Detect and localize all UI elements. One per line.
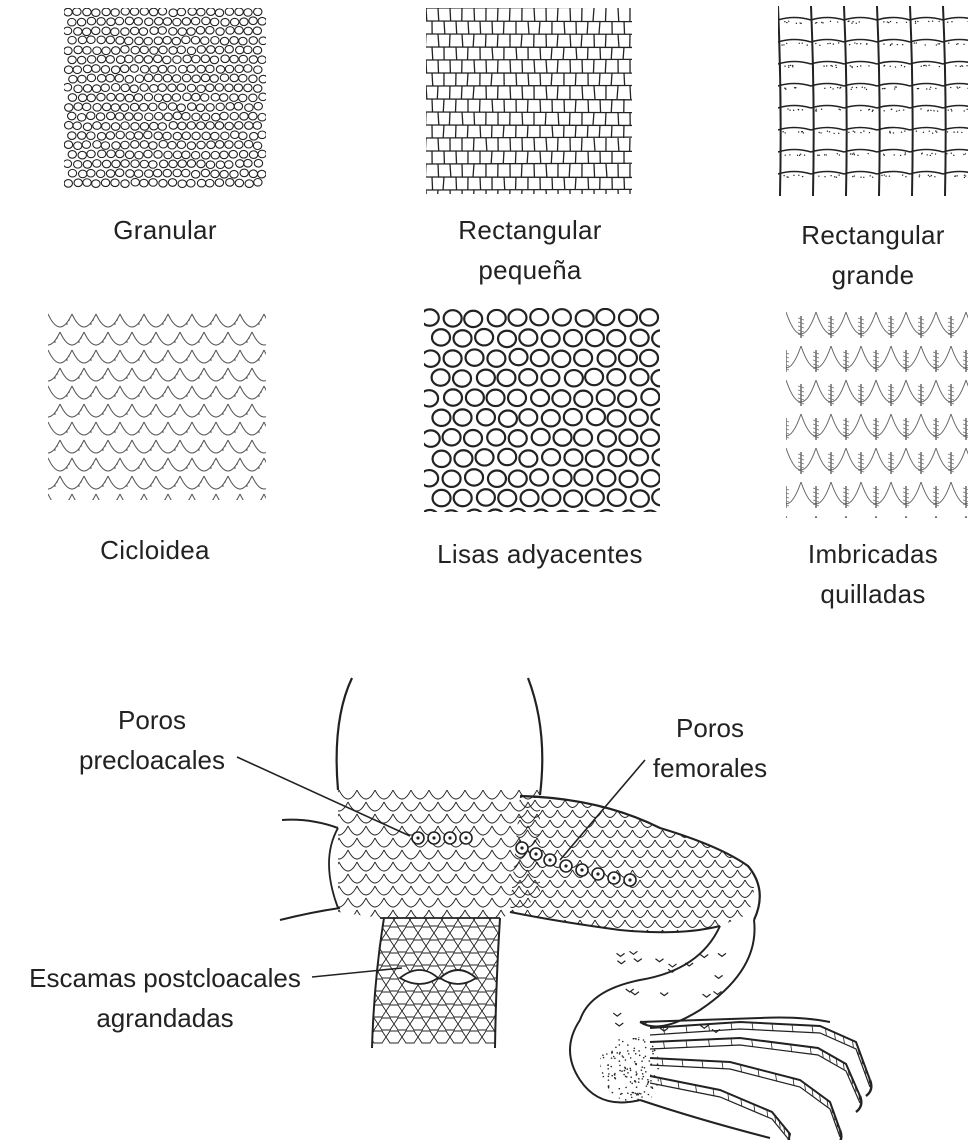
caption-cycloid: Cicloidea	[50, 530, 260, 570]
caption-smooth-adjacent: Lisas adyacentes	[410, 534, 670, 574]
label-postcloacal-scales: Escamas postcloacales agrandadas	[0, 958, 330, 1038]
caption-rectangular-large: Rectangular grande	[775, 215, 971, 295]
postcloacal-scales	[400, 970, 476, 984]
precloacal-pores	[412, 832, 472, 844]
imbricate-keeled-scale-swatch	[786, 308, 968, 518]
cycloid-scale-swatch	[48, 308, 266, 500]
caption-granular: Granular	[60, 210, 270, 250]
granular-scale-swatch	[64, 8, 266, 190]
body-outline	[337, 678, 352, 790]
femoral-pores	[516, 842, 636, 886]
smooth-adjacent-scale-swatch	[424, 308, 660, 512]
label-femoral-pores: Poros femorales	[630, 708, 790, 788]
rectangular-large-scale-swatch	[778, 6, 968, 196]
rectangular-small-scale-swatch	[426, 8, 632, 194]
label-precloacal-pores: Poros precloacales	[52, 700, 252, 780]
caption-imbricate-keeled: Imbricadas quilladas	[775, 534, 971, 614]
body-outline-right	[528, 678, 542, 795]
caption-rectangular-small: Rectangular pequeña	[420, 210, 640, 290]
